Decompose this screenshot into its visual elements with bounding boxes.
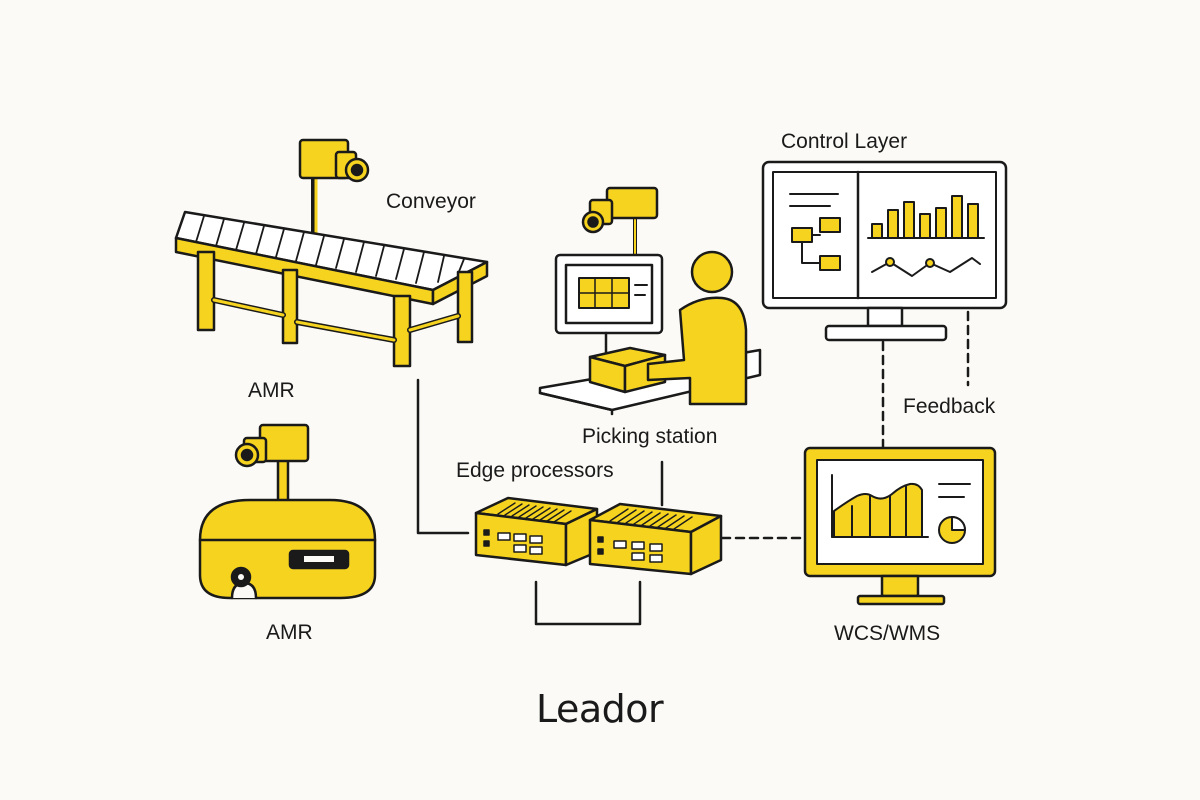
- amr-label-top: AMR: [248, 379, 295, 402]
- wcs-wms-monitor: [803, 446, 997, 606]
- edge-processors-link: [534, 580, 642, 626]
- line-chart-icon: [871, 257, 981, 277]
- conveyor-icon: [174, 138, 489, 368]
- flowchart-icon: [789, 193, 841, 271]
- feedback-label: Feedback: [903, 395, 996, 418]
- pie-chart-icon: [938, 516, 966, 544]
- wcs-wms-label: WCS/WMS: [834, 622, 941, 645]
- conveyor-label: Conveyor: [386, 190, 476, 213]
- bar-chart-icon: [867, 195, 985, 239]
- amr-label-bottom: AMR: [266, 621, 313, 644]
- connectors: [416, 310, 970, 626]
- conveyor-to-edge-line: [416, 378, 470, 535]
- picking-station-label: Picking station: [582, 425, 718, 448]
- edge-device-icon: [474, 496, 723, 576]
- picking-station-icon: [538, 186, 762, 416]
- control-layer-label: Control Layer: [781, 130, 908, 153]
- control-layer-monitor: [761, 160, 1008, 342]
- edge-processors-label: Edge processors: [456, 459, 614, 482]
- leador-logo: Leador: [536, 687, 664, 731]
- amr-robot-icon: [198, 423, 377, 600]
